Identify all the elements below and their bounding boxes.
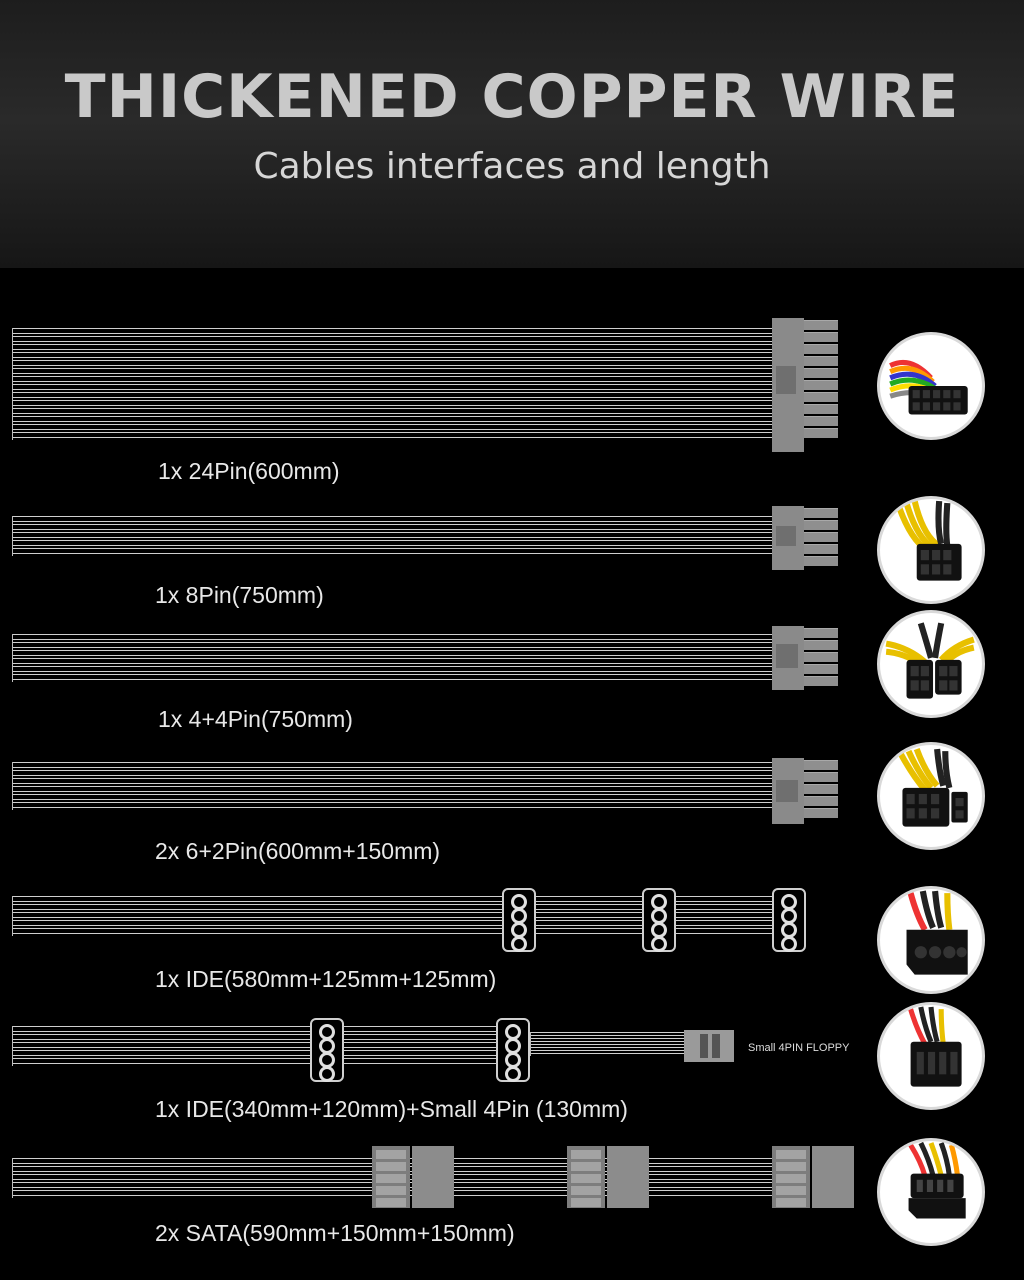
page-title: THICKENED COPPER WIRE xyxy=(64,62,960,132)
connector-6plus2pin xyxy=(772,758,804,824)
connector-pins xyxy=(804,320,838,440)
cable-label: 1x 8Pin(750mm) xyxy=(155,582,324,608)
cable-6plus2pin: 2x 6+2Pin(600mm+150mm) xyxy=(0,742,1024,868)
cable-label: 1x 4+4Pin(750mm) xyxy=(158,706,353,732)
molex-ide-photo-icon xyxy=(877,886,985,994)
connector-pins xyxy=(804,508,838,568)
wire-bundle xyxy=(12,1026,512,1066)
connector-4plus4pin xyxy=(772,626,804,690)
wire-bundle xyxy=(12,328,772,440)
molex-connector xyxy=(310,1018,344,1082)
floppy-label: Small 4PIN FLOPPY xyxy=(748,1042,850,1054)
molex-floppy-photo-icon xyxy=(877,1002,985,1110)
connector-24pin xyxy=(772,318,804,452)
cable-ide-triple: 1x IDE(580mm+125mm+125mm) xyxy=(0,886,1024,996)
pcie-6plus2-photo-icon xyxy=(877,742,985,850)
cable-label: 2x 6+2Pin(600mm+150mm) xyxy=(155,838,441,864)
connector-pins xyxy=(804,628,838,688)
connector-8pin xyxy=(772,506,804,570)
cable-4plus4pin: 1x 4+4Pin(750mm) xyxy=(0,610,1024,736)
floppy-connector xyxy=(684,1030,734,1062)
cable-ide-floppy: Small 4PIN FLOPPY 1x IDE(340mm+120mm)+Sm… xyxy=(0,1002,1024,1128)
cable-label: 2x SATA(590mm+150mm+150mm) xyxy=(155,1220,515,1246)
cable-8pin: 1x 8Pin(750mm) xyxy=(0,496,1024,616)
cable-24pin: 1x 24Pin(600mm) xyxy=(0,318,1024,498)
wire-bundle xyxy=(12,516,772,556)
molex-connector xyxy=(642,888,676,952)
floppy-wire-bundle xyxy=(530,1032,686,1056)
atx-24pin-photo-icon xyxy=(877,332,985,440)
eps-8pin-photo-icon xyxy=(877,496,985,604)
cable-label: 1x IDE(580mm+125mm+125mm) xyxy=(155,966,497,992)
molex-connector xyxy=(772,888,806,952)
wire-bundle xyxy=(12,634,772,682)
cable-sata: 2x SATA(590mm+150mm+150mm) xyxy=(0,1138,1024,1256)
sata-photo-icon xyxy=(877,1138,985,1246)
cable-label: 1x IDE(340mm+120mm)+Small 4Pin (130mm) xyxy=(155,1096,628,1122)
molex-connector xyxy=(496,1018,530,1082)
connector-pins xyxy=(804,760,838,820)
wire-bundle xyxy=(12,896,772,936)
page-subtitle: Cables interfaces and length xyxy=(253,146,771,187)
cpu-4plus4-photo-icon xyxy=(877,610,985,718)
molex-connector xyxy=(502,888,536,952)
header-banner: THICKENED COPPER WIRE Cables interfaces … xyxy=(0,0,1024,268)
cable-label: 1x 24Pin(600mm) xyxy=(158,458,340,484)
wire-bundle xyxy=(12,762,772,810)
